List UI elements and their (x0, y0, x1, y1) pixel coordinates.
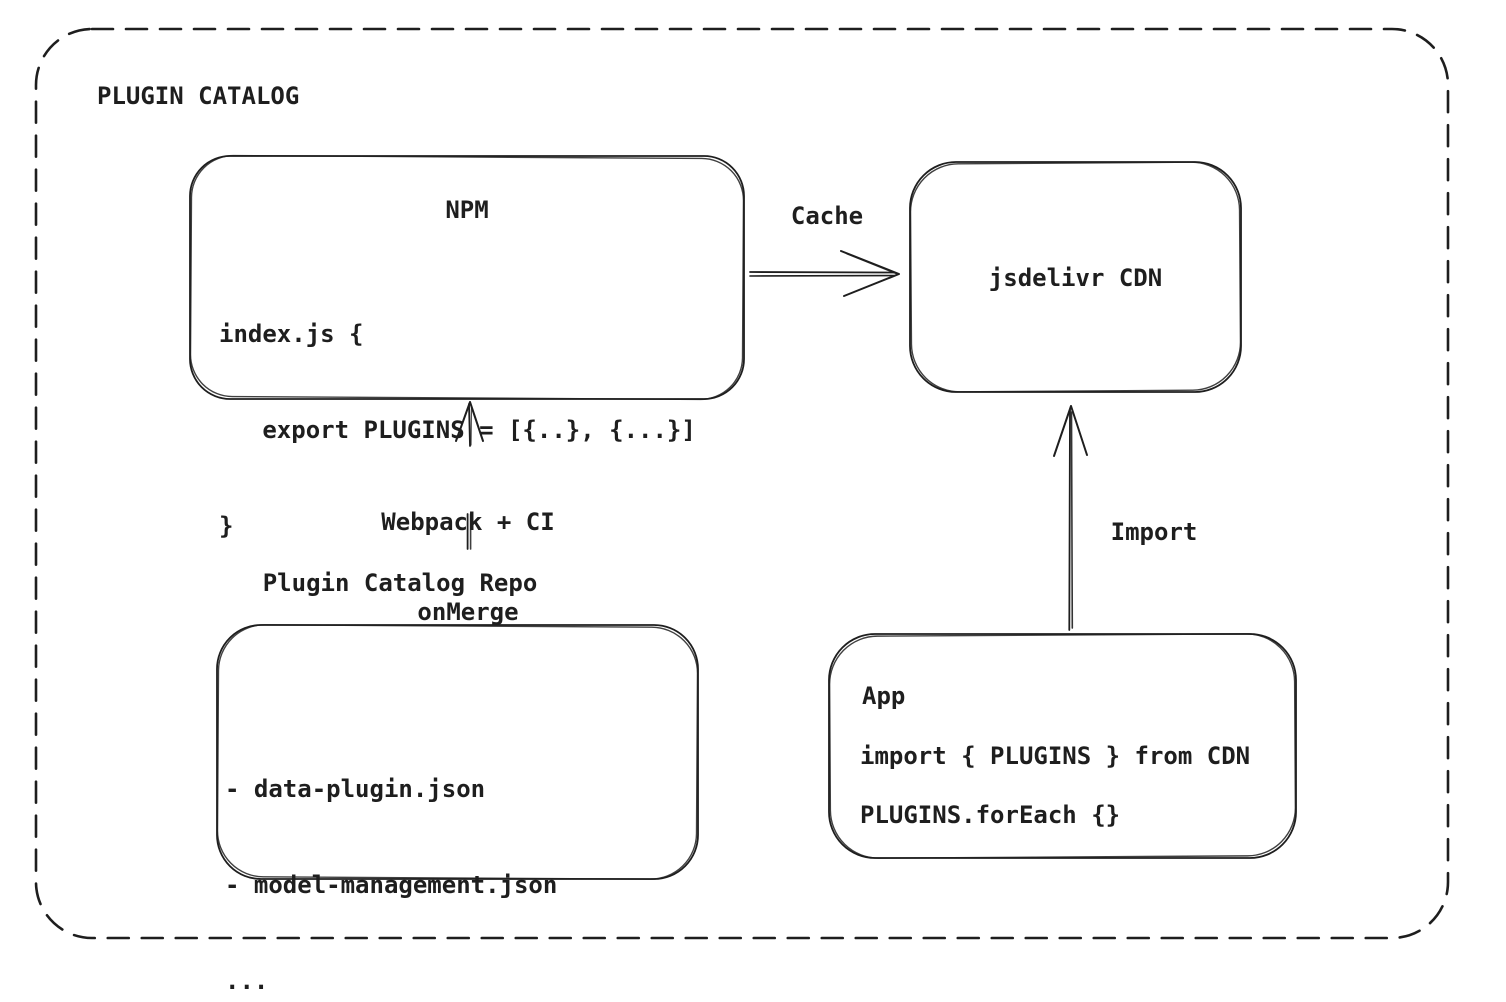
npm-code-line: } (219, 512, 234, 540)
npm-code-block: index.js { export PLUGINS = [{..}, {...}… (219, 254, 696, 606)
frame-title: PLUGIN CATALOG (97, 82, 300, 110)
build-arrow-label: Webpack + CI onMerge (381, 447, 554, 687)
app-box-title: App (862, 682, 906, 710)
app-code-line: PLUGINS.forEach {} (860, 801, 1121, 829)
frame-dashed-border (34, 27, 1450, 940)
repo-box-title: Plugin Catalog Repo (262, 569, 538, 597)
repo-file-item: - model-management.json (225, 871, 558, 899)
repo-file-item: - data-plugin.json (225, 775, 486, 803)
npm-code-line: export PLUGINS = [{..}, {...}] (219, 416, 696, 444)
import-arrow-label: Import (1110, 518, 1198, 546)
build-arrow-label-line1: Webpack + CI (381, 508, 555, 536)
cache-arrow-label: Cache (790, 202, 864, 230)
app-box (828, 633, 1297, 859)
build-arrow-label-line2: onMerge (417, 598, 519, 626)
build-arrow (455, 401, 484, 550)
repo-file-list: - data-plugin.json - model-management.js… (225, 709, 557, 1002)
npm-code-line: index.js { (219, 320, 364, 348)
repo-box (216, 624, 699, 880)
import-arrow (1053, 405, 1088, 631)
cache-arrow (749, 250, 900, 297)
cdn-box (909, 161, 1242, 393)
app-code-line: import { PLUGINS } from CDN (860, 742, 1251, 770)
cdn-box-label: jsdelivr CDN (988, 264, 1163, 292)
repo-file-item: ... (225, 967, 269, 995)
npm-box (189, 154, 745, 401)
npm-box-title: NPM (445, 196, 489, 224)
